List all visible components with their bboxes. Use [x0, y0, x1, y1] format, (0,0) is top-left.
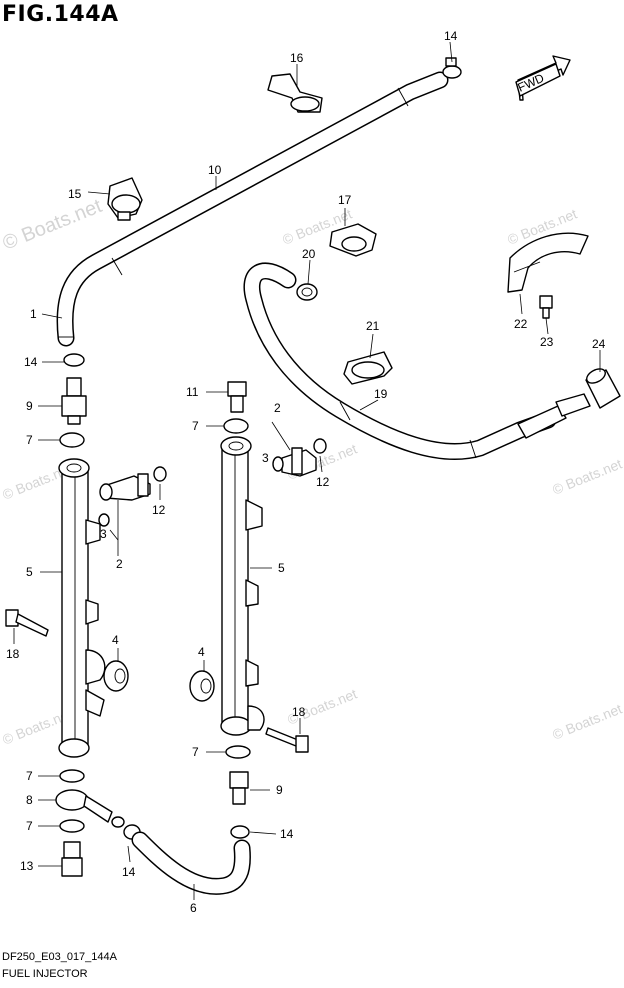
callout-21: 21 — [366, 319, 380, 333]
forward-arrow-icon: FWD — [515, 55, 571, 101]
callout-3a: 3 — [262, 451, 269, 465]
callout-13: 13 — [20, 859, 34, 873]
fuel-delivery-pipe-right — [220, 436, 265, 736]
callout-labels: 14 16 10 15 17 20 1 22 21 24 23 14 11 19… — [6, 29, 606, 915]
hose-clip-16 — [267, 73, 323, 113]
hose-joint-24 — [585, 368, 621, 409]
figure-title: FIG.144A — [2, 2, 119, 27]
callout-7b: 7 — [26, 433, 33, 447]
fuel-hose-10 — [56, 71, 449, 347]
o-ring-12-right — [313, 438, 327, 454]
callout-18a: 18 — [6, 647, 20, 661]
fuel-hose-6 — [131, 831, 251, 895]
fuel-injector-right — [272, 447, 317, 477]
figure-caption: FUEL INJECTOR — [2, 968, 88, 980]
callout-7e: 7 — [26, 819, 33, 833]
callout-8: 8 — [26, 793, 33, 807]
hose-clamp-14-left-top — [63, 353, 85, 367]
callout-2b: 2 — [116, 557, 123, 571]
callout-7c: 7 — [192, 745, 199, 759]
callout-3b: 3 — [100, 527, 107, 541]
fuel-injector-left — [98, 473, 151, 527]
callout-15: 15 — [68, 187, 82, 201]
callout-9a: 9 — [26, 399, 33, 413]
bolt-23 — [539, 295, 553, 319]
hose-clamp-14-right-bottom — [230, 825, 250, 839]
callout-9b: 9 — [276, 783, 283, 797]
callout-14c: 14 — [280, 827, 294, 841]
callout-12a: 12 — [316, 475, 330, 489]
callout-12b: 12 — [152, 503, 166, 517]
hose-clip-17 — [329, 223, 377, 257]
cushion-4-left — [103, 660, 129, 692]
callout-17: 17 — [338, 193, 352, 207]
callout-6: 6 — [190, 901, 197, 915]
washer-7-left-bottom-a — [59, 769, 85, 783]
callout-23: 23 — [540, 335, 554, 349]
callout-10: 10 — [208, 163, 222, 177]
fuel-hose-19 — [243, 262, 591, 460]
banjo-fitting-8 — [55, 789, 125, 828]
hose-clip-21 — [343, 351, 393, 385]
leader-lines — [13, 41, 601, 900]
callout-18b: 18 — [292, 705, 306, 719]
washer-7-left-top — [59, 432, 85, 448]
fitting-9-left — [61, 377, 87, 425]
callout-14d: 14 — [122, 865, 136, 879]
watermark-9: © Boats.net — [550, 700, 624, 742]
callout-4a: 4 — [112, 633, 119, 647]
washer-7-right-bottom — [225, 745, 251, 759]
callout-22: 22 — [514, 317, 528, 331]
banjo-bolt-13 — [61, 841, 83, 877]
callout-4b: 4 — [198, 645, 205, 659]
fitting-9-right — [229, 771, 249, 805]
bracket-22 — [507, 232, 589, 293]
callout-24: 24 — [592, 337, 606, 351]
bolt-18-right — [265, 727, 309, 753]
washer-7-left-bottom-b — [59, 819, 85, 833]
callout-14b: 14 — [24, 355, 38, 369]
bolt-18-left — [5, 609, 49, 637]
watermark-6: © Boats.net — [550, 455, 624, 497]
o-ring-12-left — [153, 466, 167, 482]
callout-20: 20 — [302, 247, 316, 261]
cushion-4-right — [189, 670, 215, 702]
callout-7a: 7 — [192, 419, 199, 433]
hose-clamp-14-top — [442, 57, 462, 79]
watermark-1: © Boats.net — [0, 195, 105, 255]
hose-clamp-20 — [296, 283, 318, 301]
callout-7d: 7 — [26, 769, 33, 783]
washer-7-right-top — [223, 418, 249, 434]
callout-19: 19 — [374, 387, 388, 401]
callout-5b: 5 — [278, 561, 285, 575]
callout-16: 16 — [290, 51, 304, 65]
callout-14a: 14 — [444, 29, 458, 43]
callout-5a: 5 — [26, 565, 33, 579]
hose-clip-15 — [107, 177, 143, 221]
callout-2a: 2 — [274, 401, 281, 415]
figure-code: DF250_E03_017_144A — [2, 951, 117, 963]
fuel-delivery-pipe-left — [58, 458, 106, 758]
plug-11 — [227, 381, 247, 413]
callout-1: 1 — [30, 307, 37, 321]
callout-11: 11 — [186, 385, 199, 399]
